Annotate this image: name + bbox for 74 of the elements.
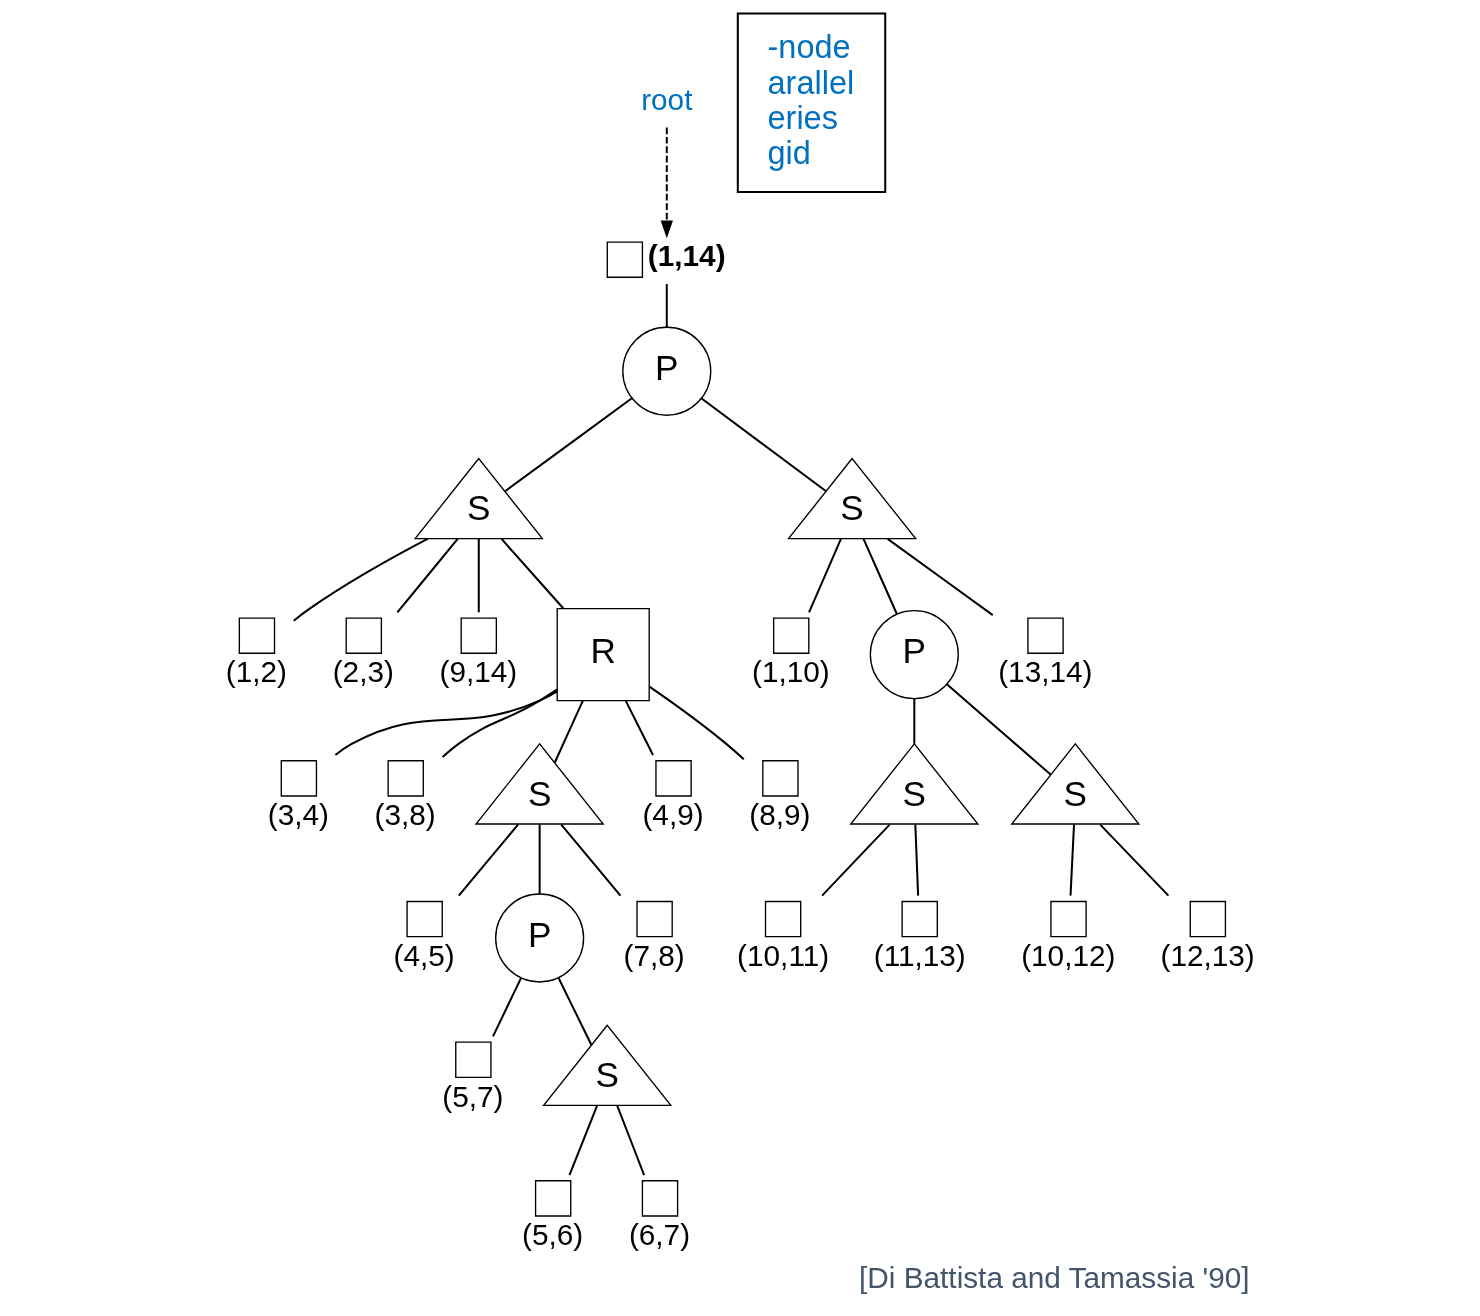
node-label: (5,7) (441, 1079, 503, 1113)
node-box (761, 760, 799, 797)
node-label: (8,9) (748, 798, 810, 832)
connector (560, 823, 621, 897)
node-box: -node arallel eries gid (736, 12, 886, 194)
node-box (386, 760, 424, 797)
connector (912, 698, 915, 744)
connector (945, 683, 1051, 776)
node-circle: P (621, 326, 711, 416)
node-box (772, 617, 809, 654)
node-box (900, 900, 938, 938)
connector (557, 977, 592, 1046)
connector (457, 824, 519, 897)
node-box: R (556, 607, 650, 702)
node-label: (6,7) (628, 1218, 690, 1252)
connector (500, 538, 564, 610)
connector (886, 538, 993, 616)
node-box (635, 900, 673, 938)
node-label: (3,4) (267, 798, 329, 832)
node-label: (2,3) (332, 655, 394, 689)
node-label: (1,10) (751, 655, 830, 689)
connector (568, 1105, 598, 1176)
node-label: (7,8) (623, 938, 685, 972)
caption: [Di Battista and Tamassia '90] (858, 1261, 1250, 1295)
connector (1098, 823, 1169, 897)
node-box (654, 760, 692, 797)
node-label: (4,9) (641, 798, 704, 832)
node-box (238, 617, 275, 654)
node-box (460, 617, 497, 654)
connector (700, 397, 826, 492)
node-label: (1,14) (647, 238, 726, 272)
connector (862, 538, 898, 615)
node-label: (13,14) (997, 655, 1092, 689)
connector (334, 690, 558, 756)
connector (503, 397, 632, 493)
node-text: root (640, 83, 692, 117)
node-box (606, 241, 643, 278)
connector (292, 537, 429, 622)
connector (396, 538, 458, 613)
node-label: (11,13) (873, 938, 966, 972)
node-box (764, 900, 801, 938)
connector (913, 824, 919, 896)
node-label: (4,5) (393, 938, 455, 972)
node-label: (5,6) (521, 1218, 583, 1252)
connector (441, 688, 558, 758)
node-circle: P (869, 610, 959, 700)
node-label: (1,2) (225, 655, 287, 689)
connector (820, 823, 890, 897)
node-box (454, 1041, 492, 1078)
connector (477, 538, 480, 613)
node-box (1189, 900, 1226, 938)
node-label: (10,11) (736, 938, 829, 972)
arrow (660, 127, 673, 239)
connector (624, 700, 654, 756)
node-label: (9,14) (439, 655, 517, 689)
connector (648, 685, 744, 761)
node-box (345, 617, 382, 654)
node-box (405, 900, 443, 938)
connector (553, 700, 584, 764)
node-box (534, 1180, 571, 1217)
connector (491, 977, 522, 1037)
connector (615, 1105, 645, 1176)
node-box (1049, 900, 1087, 938)
node-label: (3,8) (374, 798, 436, 832)
node-box (280, 760, 317, 797)
connector (807, 538, 842, 613)
connector (665, 284, 668, 328)
node-box (641, 1180, 678, 1217)
connector (1069, 824, 1075, 896)
node-box (1026, 617, 1064, 654)
node-circle: P (494, 893, 584, 983)
connector (538, 824, 541, 894)
node-label: (10,12) (1020, 938, 1115, 972)
node-label: (12,13) (1159, 938, 1255, 972)
